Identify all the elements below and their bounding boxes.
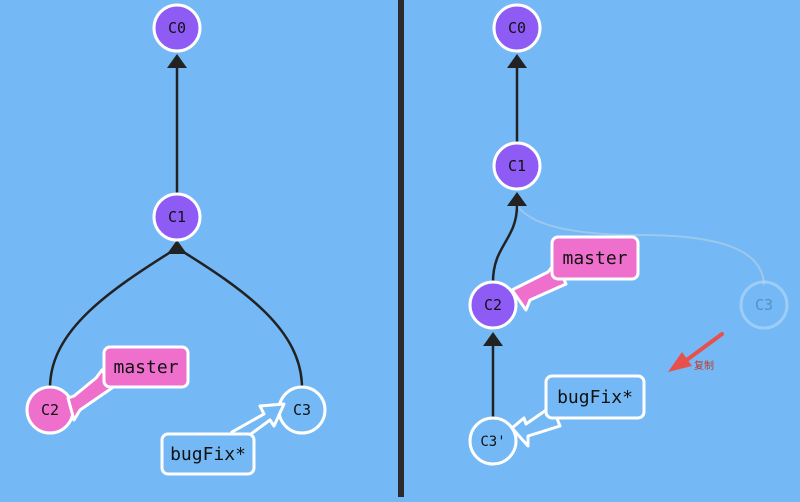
right-panel: C0 C1 C2 C3 C3' master bugFix* (468, 3, 789, 466)
branch-bugfix-left[interactable]: bugFix* (160, 402, 286, 476)
panel-divider (398, 0, 404, 497)
edge-r-c2-c1 (491, 204, 519, 283)
edge-c3-c1 (176, 246, 304, 389)
edge-c1-arrowhead (167, 240, 187, 254)
commit-r-c0-label: C0 (508, 19, 526, 37)
edge-c1-c0-arrowhead (167, 54, 187, 68)
commit-c3[interactable]: C3 (277, 385, 327, 435)
branch-master-left-label: master (113, 357, 178, 378)
branch-master-right[interactable]: master (510, 235, 640, 312)
commit-r-c3-ghost-label: C3 (755, 296, 773, 314)
edge-c2-c1 (48, 246, 178, 389)
edge-ghost-c3-c1 (516, 204, 765, 287)
branch-bugfix-right-label: bugFix* (557, 387, 633, 408)
edge-r-c1-c0-arrowhead (507, 54, 527, 68)
commit-r-c3-prime[interactable]: C3' (468, 416, 518, 466)
commit-c1[interactable]: C1 (152, 192, 202, 242)
commit-r-c3-prime-label: C3' (480, 434, 505, 450)
copy-annotation-label: 复制 (694, 359, 714, 372)
branch-master-right-label: master (562, 248, 627, 269)
commit-c1-label: C1 (168, 208, 186, 226)
branch-master-left[interactable]: master (66, 345, 190, 422)
commit-r-c0[interactable]: C0 (492, 3, 542, 53)
commit-r-c2[interactable]: C2 (468, 280, 518, 330)
edge-c3p-c2-arrowhead (483, 332, 503, 346)
left-panel: C0 C1 C2 C3 master bugFix* (25, 3, 327, 476)
master-arrow-left (66, 368, 114, 422)
commit-r-c1-label: C1 (508, 157, 526, 175)
commit-r-c2-label: C2 (484, 296, 502, 314)
commit-c3-label: C3 (293, 401, 311, 419)
commit-c0[interactable]: C0 (152, 3, 202, 53)
commit-c0-label: C0 (168, 19, 186, 37)
commit-c2[interactable]: C2 (25, 385, 75, 435)
commit-c2-label: C2 (41, 401, 59, 419)
red-arrow-icon (668, 332, 724, 372)
branch-bugfix-right[interactable]: bugFix* (510, 374, 646, 448)
commit-r-c1[interactable]: C1 (492, 141, 542, 191)
commit-r-c3-ghost[interactable]: C3 (739, 280, 789, 330)
branch-bugfix-left-label: bugFix* (170, 444, 246, 465)
edge-r-c2-c1-arrowhead (507, 192, 527, 206)
